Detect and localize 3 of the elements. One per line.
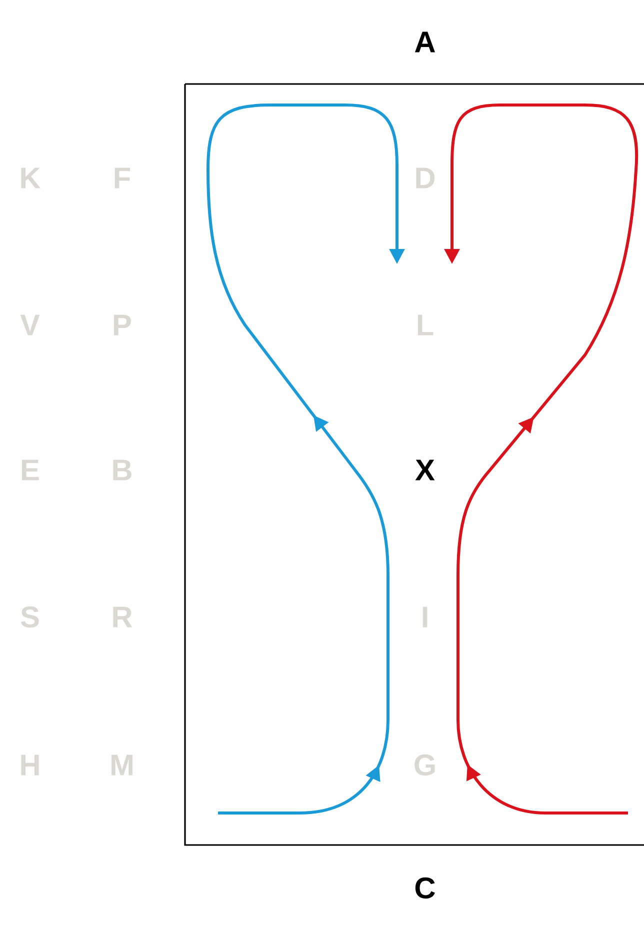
arena-letter: A [414, 32, 435, 52]
arena-letter: X [415, 460, 435, 480]
arena-letter: C [415, 877, 435, 899]
